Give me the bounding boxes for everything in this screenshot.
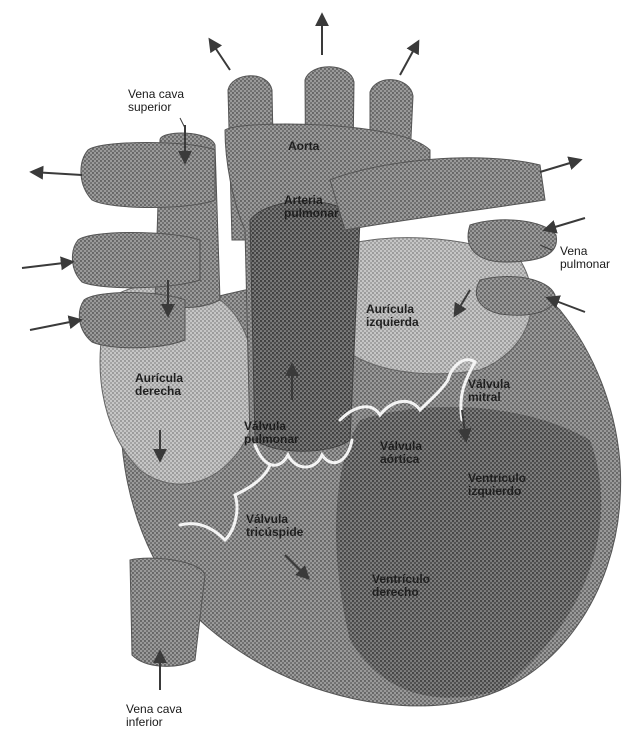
right-pulmonary-vein-upper xyxy=(81,143,215,208)
flow-arrow-left-middle xyxy=(22,262,72,268)
label-ventriculo-derecho: Ventrículo derecho xyxy=(372,573,430,599)
label-valvula-mitral: Válvula mitral xyxy=(468,378,510,404)
label-vena-cava-inferior: Vena cava inferior xyxy=(126,703,182,729)
label-valvula-pulmonar: Válvula pulmonar xyxy=(244,420,299,446)
flow-arrow-right-middle xyxy=(545,218,585,230)
right-pulmonary-vein-lower xyxy=(79,293,185,348)
left-pulmonary-vein-lower xyxy=(476,276,555,315)
label-vena-pulmonar: Vena pulmonar xyxy=(560,245,610,271)
pointer-vena-cava-superior xyxy=(180,118,185,128)
label-auricula-derecha: Aurícula derecha xyxy=(135,372,183,398)
flow-arrow-top-right xyxy=(400,42,418,75)
flow-arrow-right-upper xyxy=(540,160,580,172)
label-valvula-aortica: Válvula aórtica xyxy=(380,440,422,466)
label-arteria-pulmonar: Arteria pulmonar xyxy=(284,194,339,220)
inferior-vena-cava-vessel xyxy=(130,558,205,666)
right-pulmonary-vein-middle xyxy=(72,233,200,288)
label-ventriculo-izquierdo: Ventrículo izquierdo xyxy=(468,472,526,498)
flow-arrow-left-lower xyxy=(30,320,80,330)
pulmonary-artery-vessel xyxy=(250,201,360,451)
left-ventricle-region xyxy=(336,407,601,698)
label-valvula-tricuspide: Válvula tricúspide xyxy=(246,513,303,539)
flow-arrow-top-left xyxy=(210,40,230,70)
label-auricula-izquierda: Aurícula izquierda xyxy=(366,303,419,329)
left-pulmonary-vein-upper xyxy=(468,220,556,262)
label-aorta: Aorta xyxy=(288,140,319,153)
label-vena-cava-superior: Vena cava superior xyxy=(128,88,184,114)
flow-arrow-left-upper xyxy=(32,172,82,175)
